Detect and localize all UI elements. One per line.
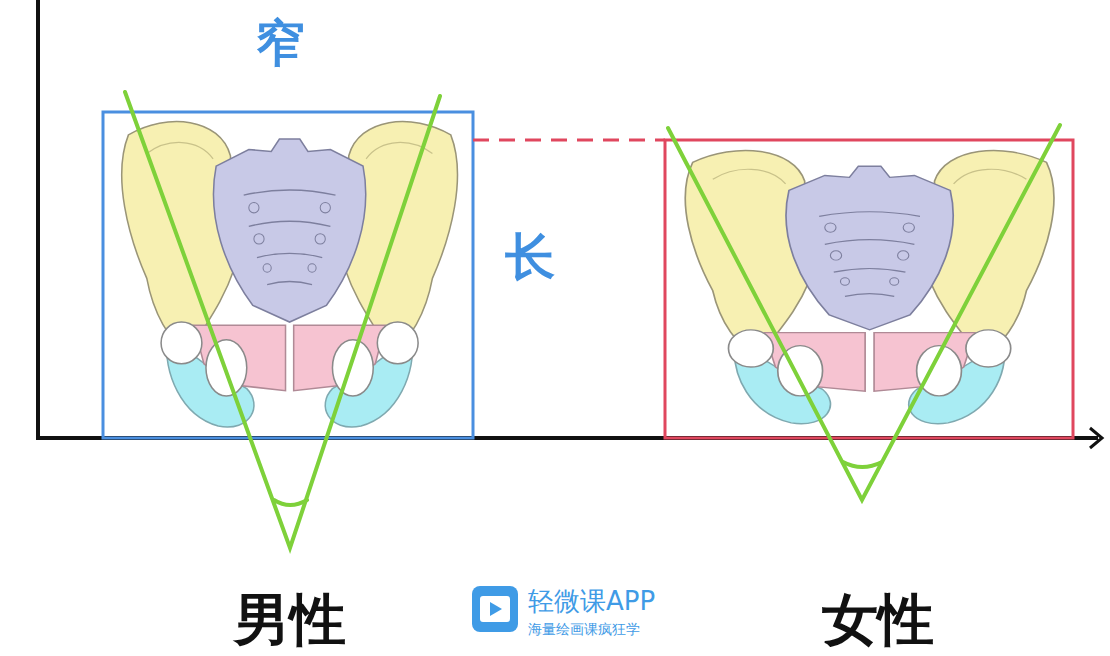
app-logo — [472, 586, 518, 632]
width-label: 窄 — [255, 18, 305, 68]
height-label: 长 — [505, 232, 555, 282]
male-caption: 男性 — [234, 592, 346, 648]
female-caption: 女性 — [822, 592, 934, 648]
watermark-slogan: 海量绘画课疯狂学 — [528, 622, 640, 636]
watermark: 轻微课APP — [528, 588, 655, 614]
